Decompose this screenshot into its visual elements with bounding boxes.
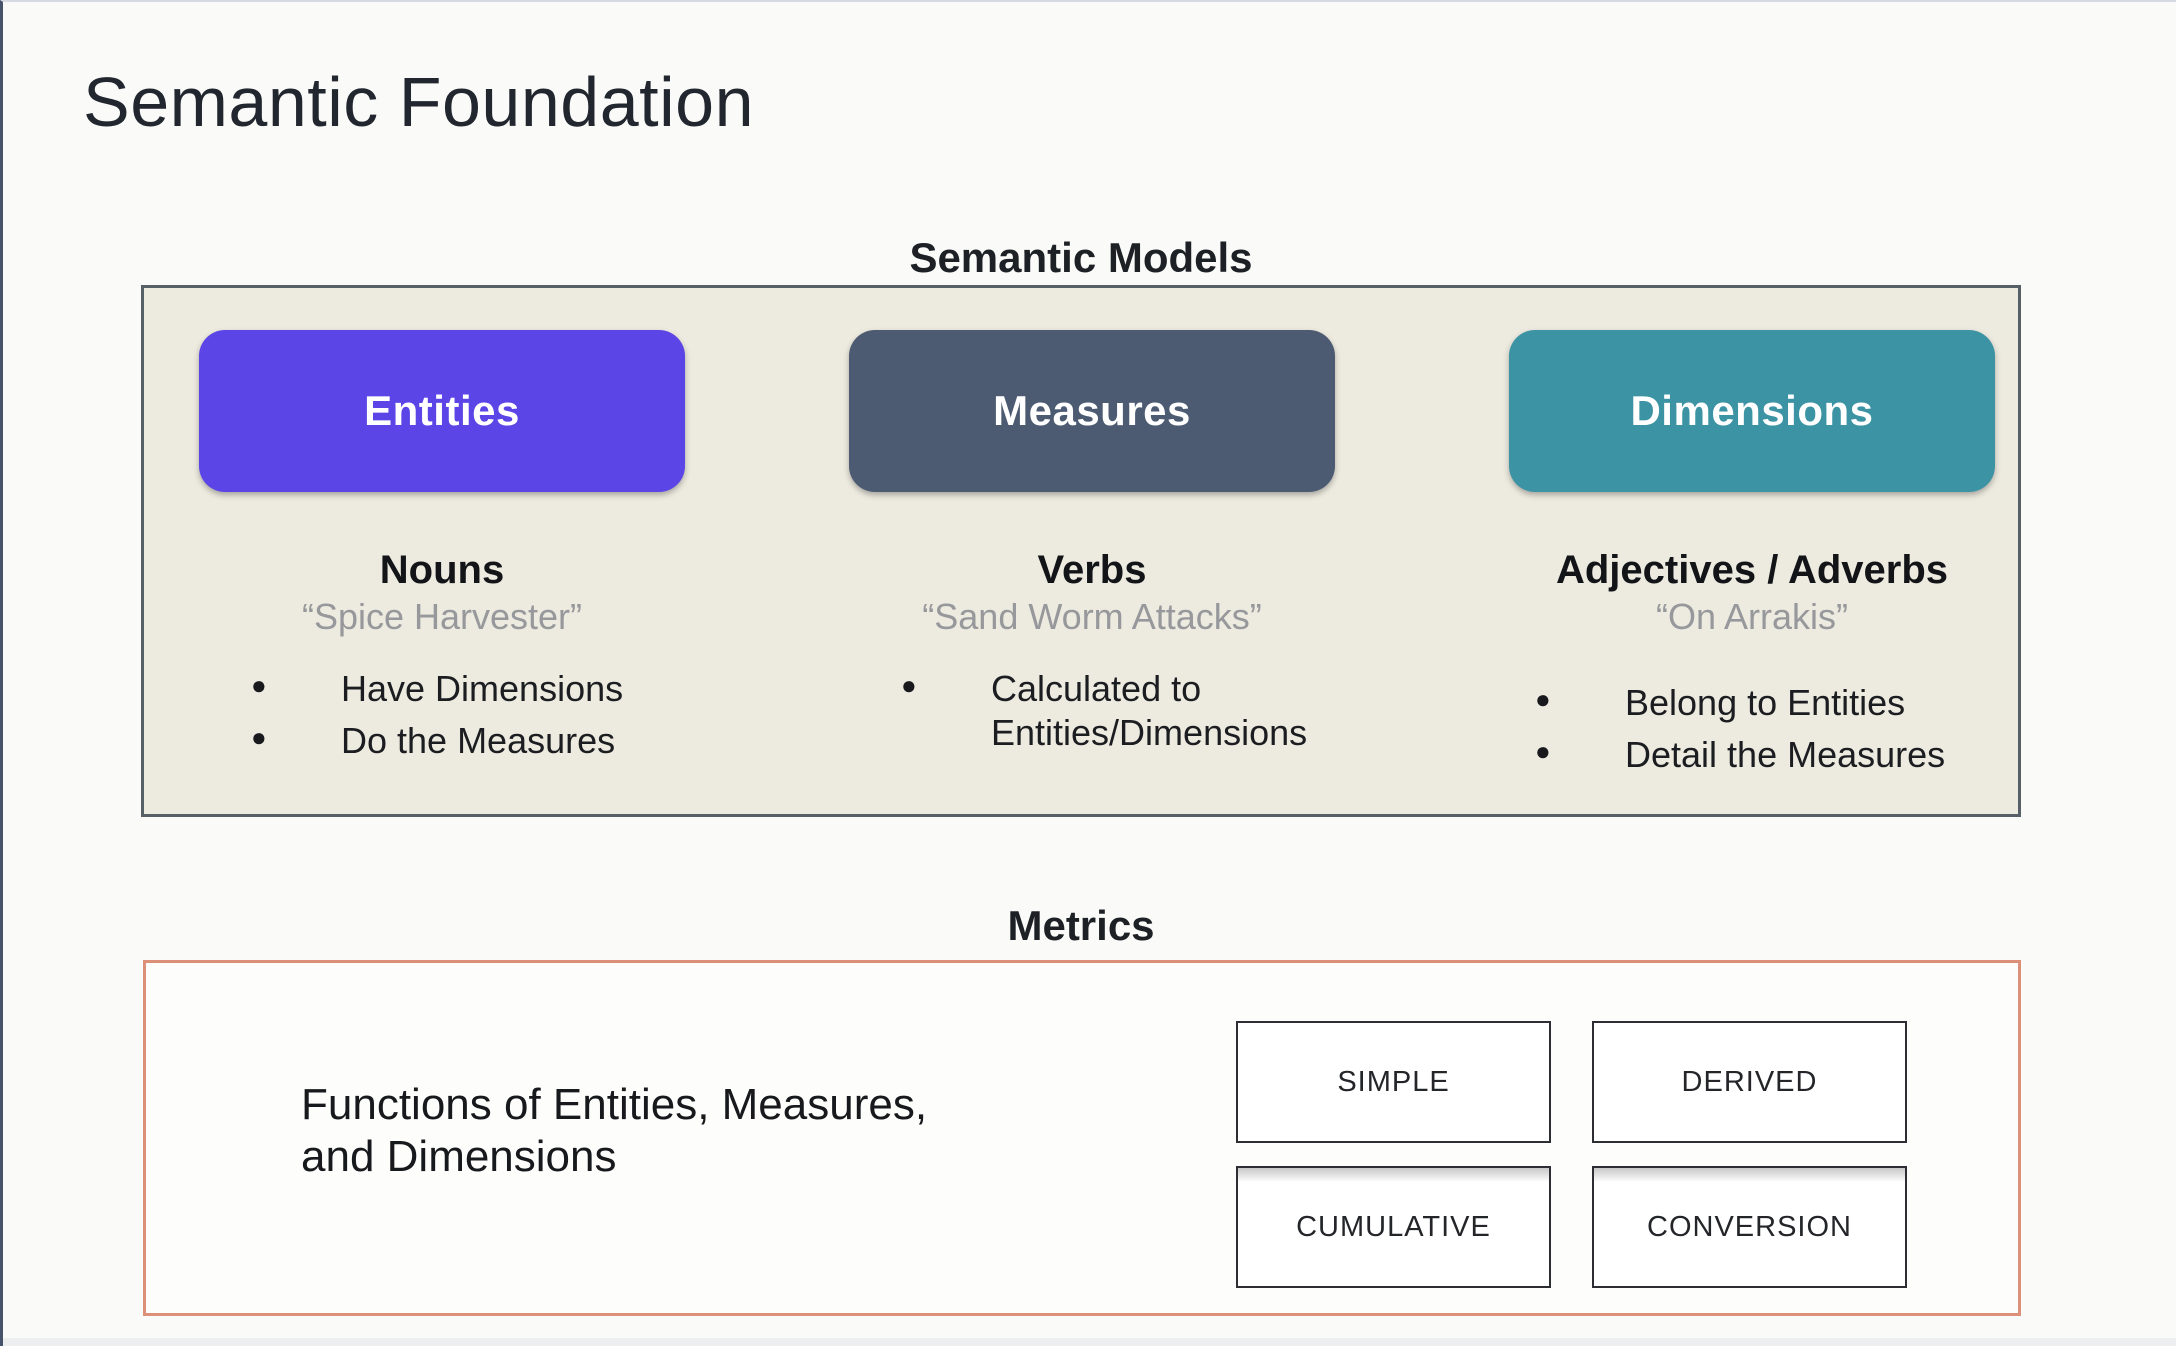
metrics-description: Functions of Entities, Measures, and Dim… xyxy=(301,1080,928,1181)
bullet-item: Detail the Measures xyxy=(1533,733,1995,776)
measures-pill: Measures xyxy=(849,330,1335,492)
bullet-item: Belong to Entities xyxy=(1533,681,1995,724)
bullet-item: Do the Measures xyxy=(249,719,685,762)
entities-quote: “Spice Harvester” xyxy=(301,596,583,637)
metric-type-derived: DERIVED xyxy=(1592,1021,1907,1143)
metric-type-conversion: CONVERSION xyxy=(1592,1166,1907,1288)
measures-quote: “Sand Worm Attacks” xyxy=(922,596,1262,637)
bottom-edge-strip xyxy=(3,1338,2176,1346)
dimensions-pill: Dimensions xyxy=(1509,330,1995,492)
metric-type-simple: SIMPLE xyxy=(1236,1021,1551,1143)
model-column-entities: Entities Nouns “Spice Harvester” Have Di… xyxy=(199,288,685,770)
measures-bullet-list: Calculated to Entities/Dimensions xyxy=(849,667,1335,753)
metrics-panel: Functions of Entities, Measures, and Dim… xyxy=(143,960,2021,1316)
model-column-measures: Measures Verbs “Sand Worm Attacks” Calcu… xyxy=(849,288,1335,762)
bullet-item: Have Dimensions xyxy=(249,667,685,710)
entities-pill: Entities xyxy=(199,330,685,492)
bullet-item: Calculated to Entities/Dimensions xyxy=(899,667,1335,753)
metric-type-cumulative: CUMULATIVE xyxy=(1236,1166,1551,1288)
metrics-label: Metrics xyxy=(1007,902,1155,949)
measures-heading: Verbs xyxy=(1037,548,1147,592)
entities-bullet-list: Have Dimensions Do the Measures xyxy=(199,667,685,761)
dimensions-bullet-list: Belong to Entities Detail the Measures xyxy=(1509,681,1995,775)
model-column-dimensions: Dimensions Adjectives / Adverbs “On Arra… xyxy=(1509,288,1995,784)
page-title: Semantic Foundation xyxy=(83,63,755,141)
semantic-models-panel: Entities Nouns “Spice Harvester” Have Di… xyxy=(141,285,2021,817)
dimensions-quote: “On Arrakis” xyxy=(1655,596,1849,637)
dimensions-heading: Adjectives / Adverbs xyxy=(1555,548,1948,592)
semantic-models-label: Semantic Models xyxy=(909,234,1253,281)
entities-heading: Nouns xyxy=(379,548,505,592)
